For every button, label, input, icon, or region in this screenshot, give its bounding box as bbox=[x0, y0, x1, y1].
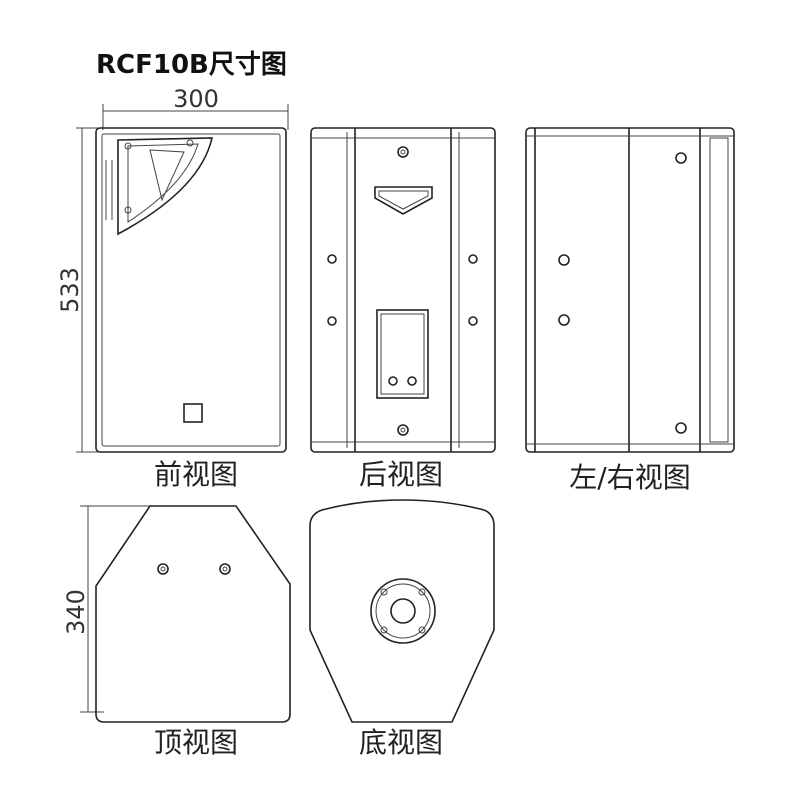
depth-dimension: 340 bbox=[62, 589, 90, 635]
side-view bbox=[525, 127, 735, 453]
diagram-title: RCF10B尺寸图 bbox=[96, 50, 287, 80]
top-view: 340 bbox=[62, 505, 291, 723]
bottom-view-label: 底视图 bbox=[359, 726, 443, 759]
side-view-label: 左/右视图 bbox=[569, 461, 690, 494]
rear-view bbox=[310, 127, 496, 453]
front-view: 300 533 bbox=[56, 85, 289, 453]
height-dimension: 533 bbox=[56, 267, 84, 313]
bottom-view bbox=[309, 499, 495, 723]
front-view-label: 前视图 bbox=[154, 458, 238, 491]
width-dimension: 300 bbox=[173, 85, 219, 113]
rear-view-label: 后视图 bbox=[359, 458, 443, 491]
top-view-label: 顶视图 bbox=[154, 726, 238, 759]
